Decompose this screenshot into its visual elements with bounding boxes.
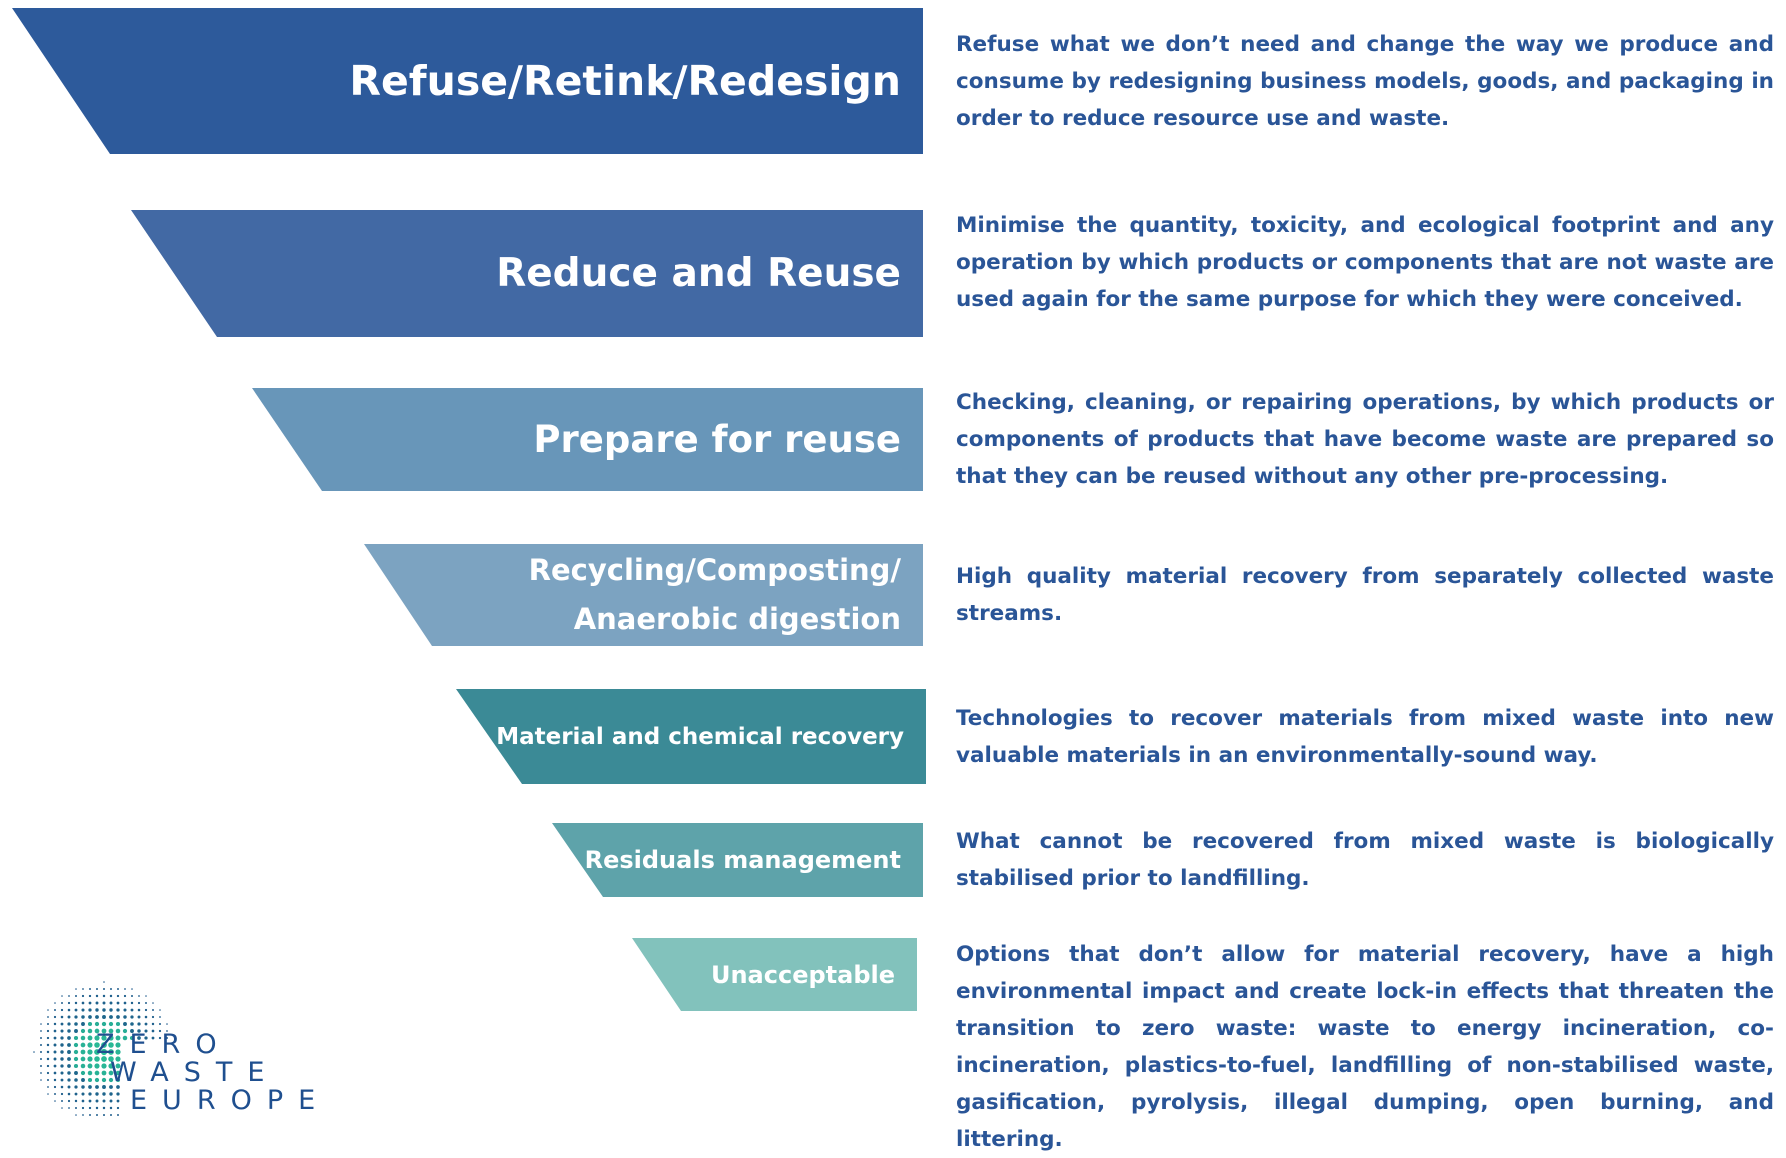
logo-word-zero: ZERO — [96, 1029, 232, 1060]
tier-3-description: Checking, cleaning, or repairing operati… — [956, 390, 1774, 489]
tier-1-label: Refuse/Retink/Redesign — [12, 8, 923, 154]
tier-7-title: Unacceptable — [710, 960, 895, 989]
tier-1-title: Refuse/Retink/Redesign — [349, 57, 901, 105]
tier-2-label: Reduce and Reuse — [131, 210, 923, 337]
tier-6-label: Residuals management — [0, 823, 923, 897]
tier-4-title-line1: Recycling/Composting/ — [528, 553, 901, 587]
tier-5-description: Technologies to recover materials from m… — [956, 706, 1774, 768]
tier-7-shape — [632, 938, 917, 1011]
tier-3-title: Prepare for reuse — [533, 418, 901, 461]
tier-4-shape — [364, 544, 923, 646]
tier-1-shape — [12, 8, 923, 154]
tier-1-description: Refuse what we don’t need and change the… — [956, 32, 1774, 131]
tier-2-description: Minimise the quantity, toxicity, and eco… — [956, 213, 1774, 312]
tier-5-label: Material and chemical recovery — [0, 689, 926, 784]
tier-5-shape — [456, 689, 926, 784]
logo-word-waste: WASTE — [110, 1057, 280, 1088]
tier-6-shape — [552, 823, 923, 897]
tier-7-label: Unacceptable — [0, 938, 917, 1011]
tier-3-label: Prepare for reuse — [252, 388, 923, 491]
hierarchy-shapes — [12, 8, 926, 1011]
tier-6-title: Residuals management — [584, 846, 901, 874]
tier-4-title-line2: Anaerobic digestion — [573, 602, 901, 636]
tier-7-description: Options that don’t allow for material re… — [956, 942, 1774, 1152]
tier-5-title: Material and chemical recovery — [496, 723, 904, 750]
tier-4-label: Recycling/Composting/ Anaerobic digestio… — [364, 544, 923, 646]
tier-4-description: High quality material recovery from sepa… — [956, 564, 1774, 626]
zero-waste-europe-logo: ZERO WASTE EUROPE — [22, 972, 322, 1116]
logo-word-europe: EUROPE — [130, 1085, 331, 1116]
tier-2-shape — [131, 210, 923, 337]
tier-6-description: What cannot be recovered from mixed wast… — [956, 829, 1774, 891]
tier-3-shape — [252, 388, 923, 491]
logo-dot-mark-icon — [33, 981, 168, 1116]
tier-2-title: Reduce and Reuse — [496, 251, 901, 296]
